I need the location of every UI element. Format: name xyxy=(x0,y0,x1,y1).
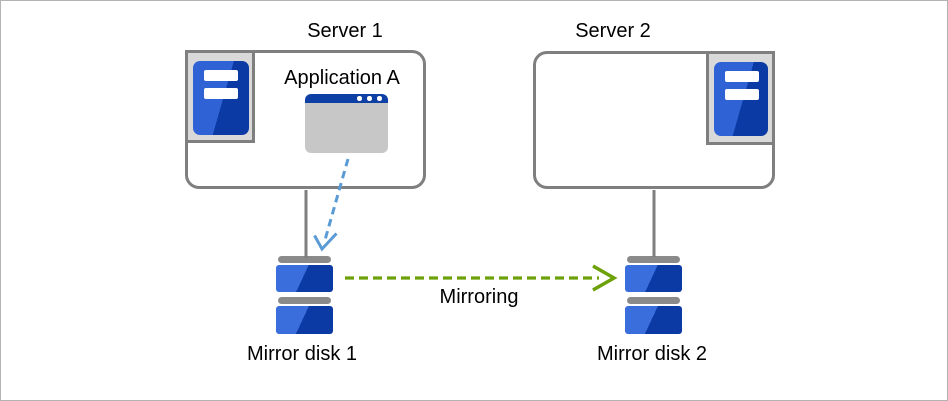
mirroring-label: Mirroring xyxy=(439,286,519,308)
server1-title: Server 1 xyxy=(307,20,383,42)
server2-title: Server 2 xyxy=(575,20,651,42)
disk-platter xyxy=(625,306,682,334)
app-window-body xyxy=(305,103,388,153)
server1-icon-block xyxy=(185,50,255,143)
server-tower-icon xyxy=(714,62,768,136)
disk-cap xyxy=(627,297,680,304)
server-slot-bar xyxy=(204,88,238,99)
disk-platter xyxy=(276,265,333,292)
mirroring-arrow-head-icon xyxy=(592,264,618,292)
disk-cap xyxy=(627,256,680,263)
disk-stack-icon xyxy=(625,256,682,334)
server-tower-icon xyxy=(193,61,249,135)
disk-platter xyxy=(276,306,333,334)
disk-cap xyxy=(278,256,331,263)
app-write-arrow-head-icon xyxy=(313,232,338,252)
disk-stack-icon xyxy=(276,256,333,334)
app-window-titlebar xyxy=(305,94,388,103)
app-window-icon xyxy=(305,94,388,153)
server2-icon-block xyxy=(706,51,775,145)
server-slot-bar xyxy=(725,89,759,100)
disk-cap xyxy=(278,297,331,304)
mirror-disk1-label: Mirror disk 1 xyxy=(246,343,358,365)
titlebar-dot-icon xyxy=(377,96,382,101)
application-a-label: Application A xyxy=(284,67,400,89)
mirror-disk2-label: Mirror disk 2 xyxy=(596,343,708,365)
server-slot-bar xyxy=(204,70,238,81)
titlebar-dot-icon xyxy=(357,96,362,101)
server-slot-bar xyxy=(725,71,759,82)
disk-platter xyxy=(625,265,682,292)
titlebar-dot-icon xyxy=(367,96,372,101)
